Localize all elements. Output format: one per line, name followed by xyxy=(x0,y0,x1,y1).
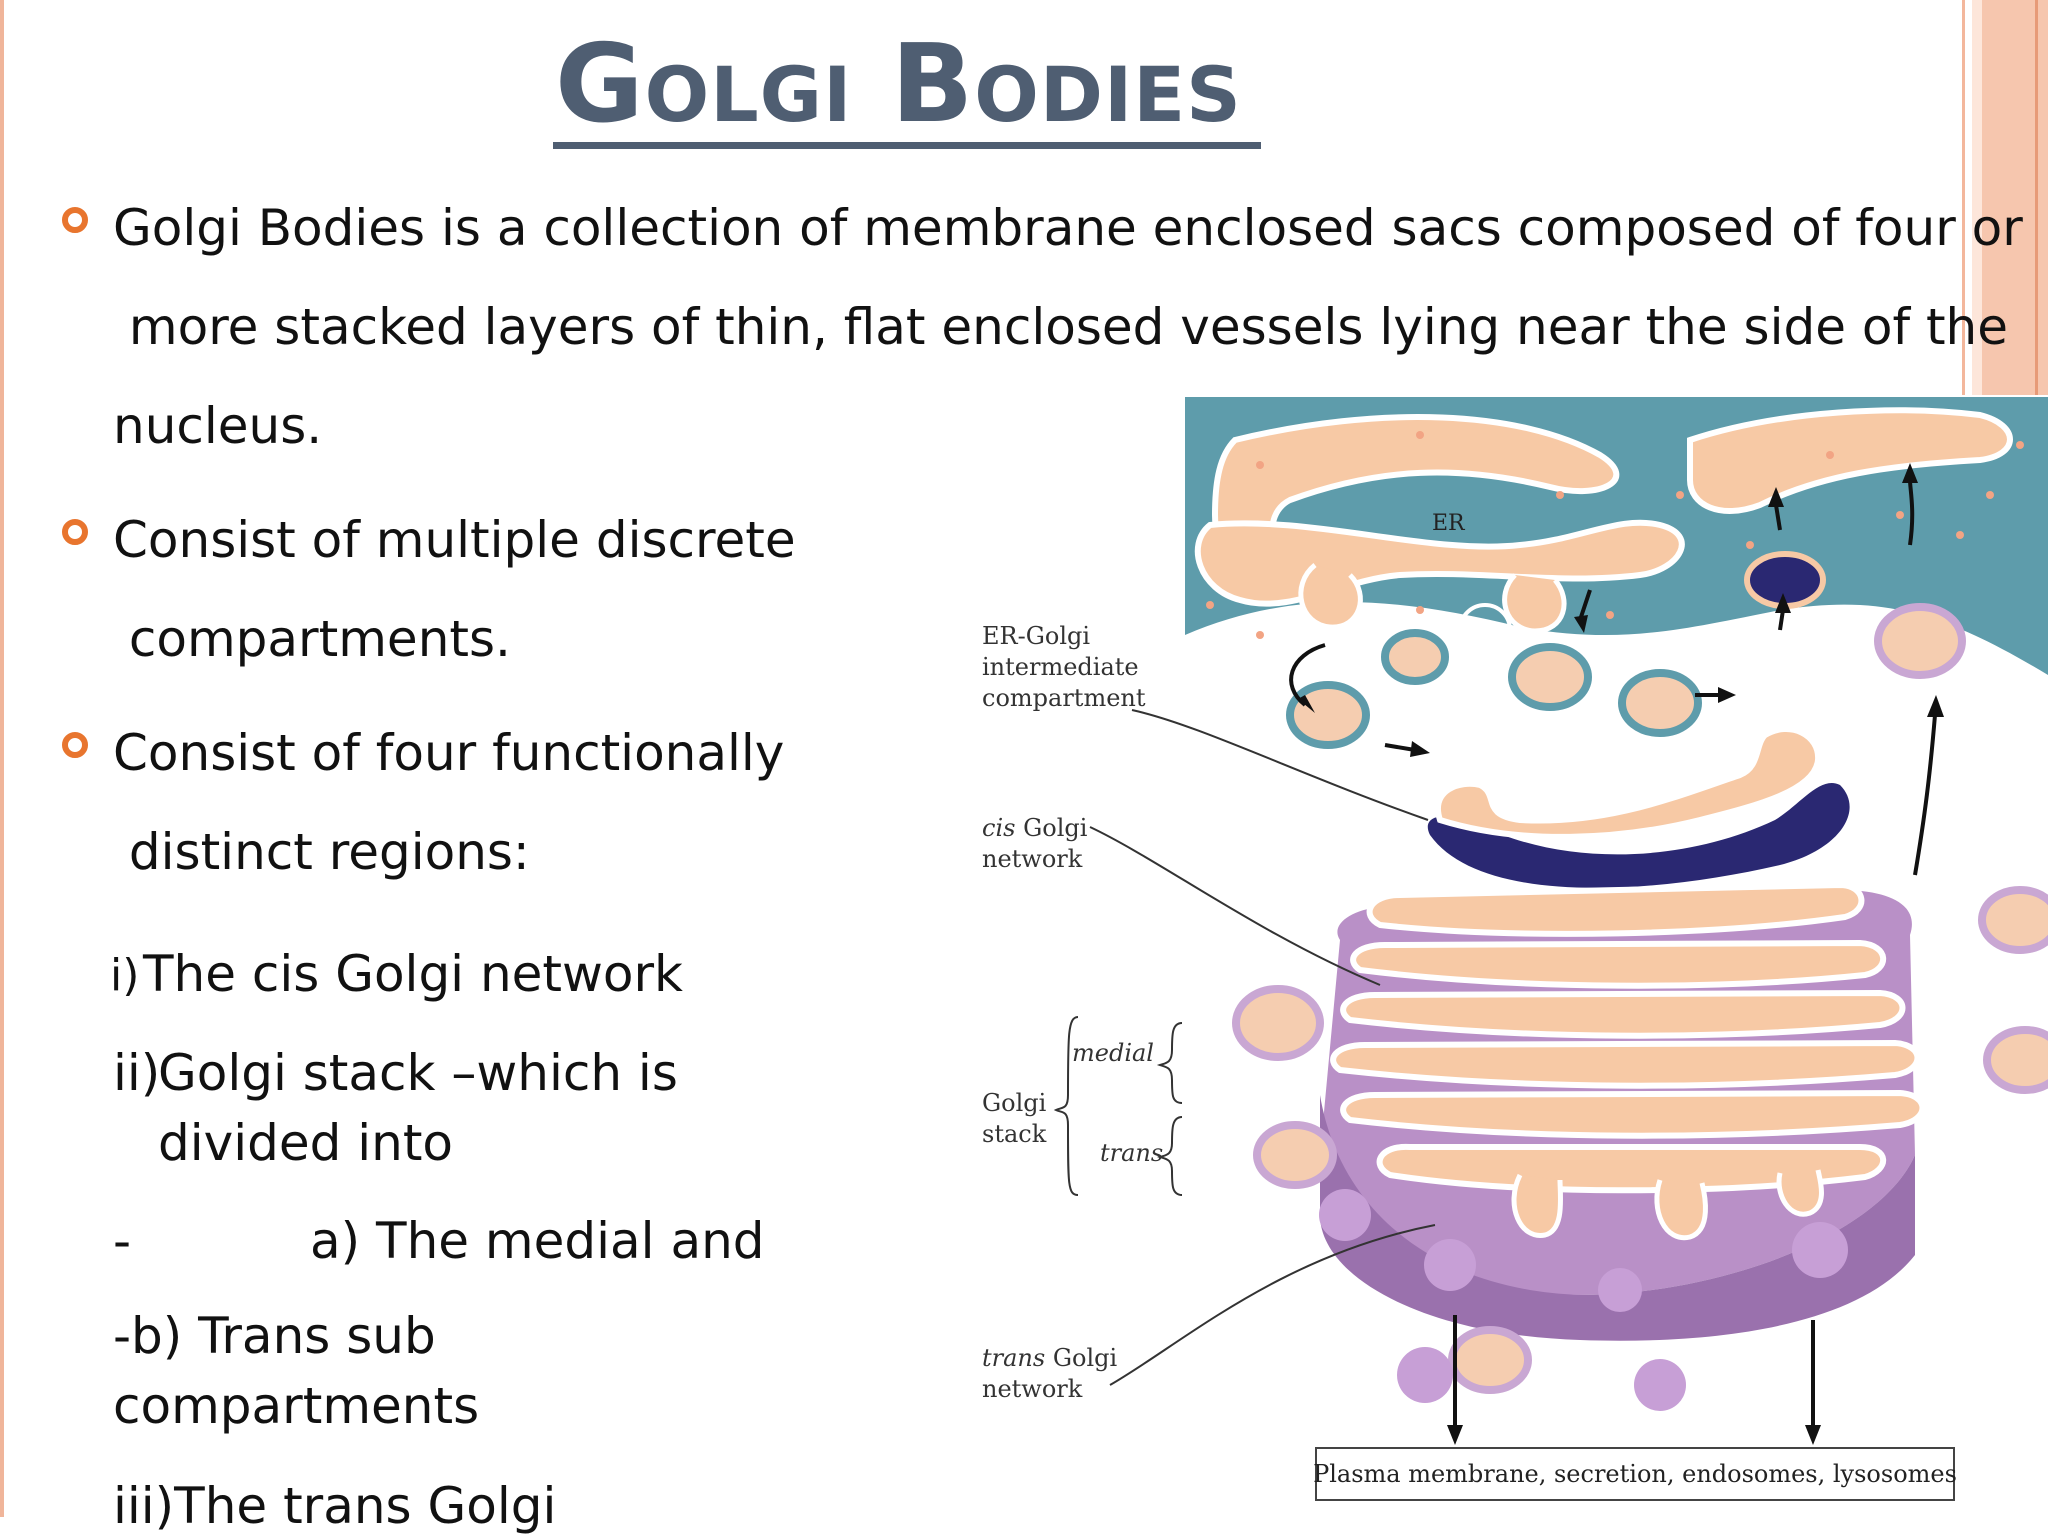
trans-label-text: trans xyxy=(1100,1139,1164,1167)
er-bud-1 xyxy=(1298,563,1363,630)
trans-golgi-label-italic: trans xyxy=(982,1344,1046,1372)
golgi-cisternae xyxy=(1330,881,1926,1194)
bullet-icon xyxy=(62,519,88,545)
golgi-stack-label-line-2: stack xyxy=(982,1120,1047,1148)
cis-golgi-cisterna xyxy=(1435,726,1822,840)
bullet-2-line-2: compartments. xyxy=(113,610,511,668)
ergic-label: ER-Golgi intermediate compartment xyxy=(982,621,1146,714)
trans-golgi-label: trans Golgi network xyxy=(982,1343,1117,1405)
medial-label: medial xyxy=(1072,1038,1154,1069)
ribosomes xyxy=(1206,431,2024,639)
bullet-1-line-1: Golgi Bodies is a collection of membrane… xyxy=(113,199,2023,257)
leader-lines xyxy=(1089,709,1436,1386)
cis-golgi-network xyxy=(1427,783,1850,888)
trans-label: trans xyxy=(1100,1138,1163,1169)
cis-golgi-label: cis Golgi network xyxy=(982,813,1087,875)
destinations-label: Plasma membrane, secretion, endosomes, l… xyxy=(1313,1460,1957,1488)
slide-title: Golgi Bodies xyxy=(555,22,1242,147)
bullet-2-line-1: Consist of multiple discrete xyxy=(113,511,796,569)
golgi-figure: ER xyxy=(960,395,2048,1517)
er-cisterna-3 xyxy=(1687,407,2013,514)
list-item-iii: iii)The trans Golgi xyxy=(113,1477,557,1535)
stack-vesicles xyxy=(1232,886,2048,1394)
list-dash: - xyxy=(113,1212,132,1270)
cis-golgi-label-line-2: network xyxy=(982,845,1083,873)
cis-golgi-label-italic: cis xyxy=(982,814,1016,842)
golgi-stack-label-line-1: Golgi xyxy=(982,1089,1047,1117)
list-marker-i: i) xyxy=(110,950,140,1001)
bullet-icon xyxy=(62,732,88,758)
bullet-3-line-2: distinct regions: xyxy=(113,823,530,881)
ergic-label-line-3: compartment xyxy=(982,684,1146,712)
trans-golgi-label-line-2: network xyxy=(982,1375,1083,1403)
er-budding-vesicle xyxy=(1458,603,1512,657)
trans-golgi-label-rest: Golgi xyxy=(1045,1344,1118,1372)
list-item-a: a) The medial and xyxy=(310,1212,765,1270)
er-bud-2 xyxy=(1502,573,1567,634)
golgi-diagram: ER xyxy=(1053,397,2048,1445)
title-underline xyxy=(553,142,1261,149)
destinations-box: Plasma membrane, secretion, endosomes, l… xyxy=(1313,1447,1957,1501)
er-label: ER xyxy=(1432,511,1466,536)
list-item-i: The cis Golgi network xyxy=(143,945,684,1003)
transport-arrows xyxy=(1289,479,1937,1430)
medial-label-text: medial xyxy=(1072,1039,1154,1067)
stack-braces xyxy=(1053,1016,1183,1196)
cisterna-projections xyxy=(1511,1169,1824,1241)
golgi-stack-label: Golgi stack xyxy=(982,1088,1046,1150)
bullet-1-line-3: nucleus. xyxy=(113,397,323,455)
list-item-b: -b) Trans sub xyxy=(113,1307,436,1365)
ergic-label-line-2: intermediate xyxy=(982,653,1139,681)
ergic-vesicles xyxy=(1286,629,1702,749)
list-item-b-line-2: compartments xyxy=(113,1377,480,1435)
secretory-vesicles xyxy=(1319,1189,1848,1411)
bullet-3-line-1: Consist of four functionally xyxy=(113,724,785,782)
vesicle xyxy=(1874,603,1966,679)
left-border xyxy=(0,0,4,1517)
list-item-ii-line-2: divided into xyxy=(158,1114,454,1172)
list-marker-ii: ii) xyxy=(113,1044,161,1102)
list-item-ii-line-1: Golgi stack –which is xyxy=(158,1044,678,1102)
ergic-label-line-1: ER-Golgi xyxy=(982,622,1091,650)
bullet-1-line-2: more stacked layers of thin, flat enclos… xyxy=(113,298,2008,356)
bullet-icon xyxy=(62,207,88,233)
cis-golgi-label-rest: Golgi xyxy=(1015,814,1088,842)
arrow-heads xyxy=(1298,463,1944,1445)
